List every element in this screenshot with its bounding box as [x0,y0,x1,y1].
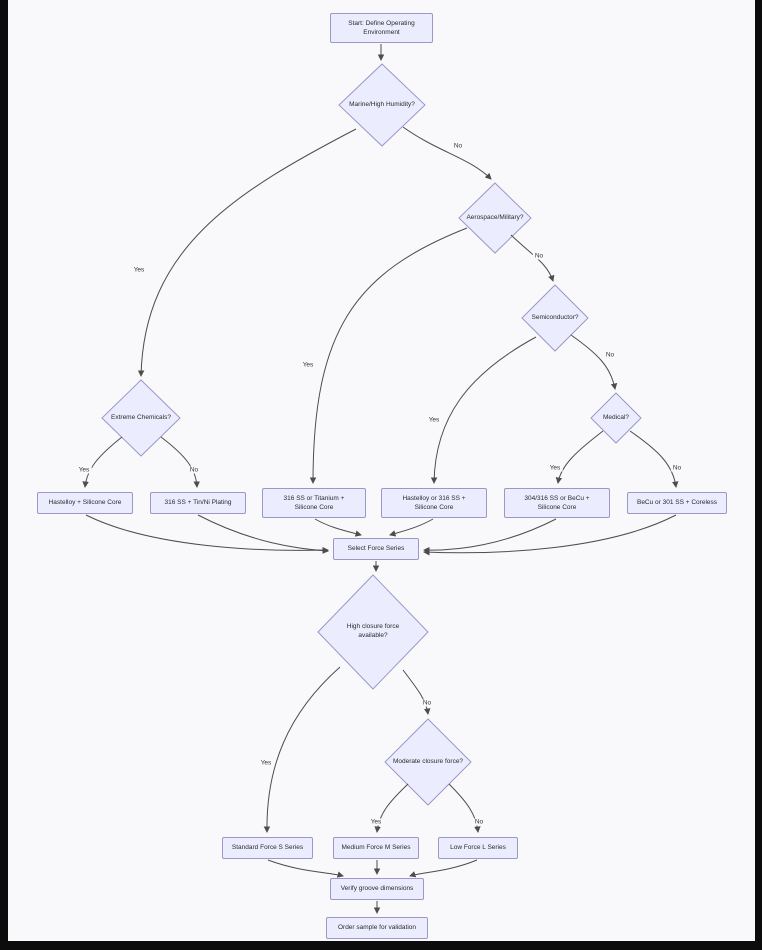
frame-left-bar [0,0,8,950]
edge-marine-no-aerospace [402,126,492,180]
edge-label-moderate-no: No [472,818,486,826]
edge-label-highforce-yes: Yes [258,759,274,767]
low-force-node: Low Force L Series [438,837,518,859]
edge-moderate-yes-medium [374,783,409,833]
edge-label-aerospace-yes: Yes [300,361,316,369]
aerospace-decision-shape [458,182,532,254]
edge-label-aerospace-no: No [532,252,546,260]
edge-label-highforce-no: No [420,699,434,707]
edge-tinplating-to-select [197,514,329,554]
edge-low-to-verify [409,859,478,878]
medical-decision-shape [590,392,642,444]
standard-force-node: Standard Force S Series [222,837,313,859]
chemicals-decision-label: Extreme Chemicals? [111,413,171,421]
frame-right-bar [755,0,762,950]
edge-aerospace-yes-titanium [309,227,468,484]
aerospace-decision-label: Aerospace/Military? [466,213,524,221]
verify-groove-node: Verify groove dimensions [330,878,424,900]
semiconductor-decision-shape [521,284,589,352]
high-force-decision-label: High closure force available? [346,623,400,639]
order-sample-node: Order sample for validation [326,917,428,939]
edge-label-marine-no: No [451,142,465,150]
edge-label-chemicals-no: No [187,466,201,474]
result-tin-plating-node: 316 SS + Tin/Ni Plating [150,492,246,514]
frame-bottom-bar [0,941,762,950]
edge-semiconductor-yes-hastelloy316 [430,336,537,484]
edge-marine-yes-chemicals [137,128,357,377]
result-304-becu-silicone-node: 304/316 SS or BeCu + Silicone Core [504,488,610,518]
high-force-decision-shape [317,574,429,690]
result-hastelloy316-silicone-node: Hastelloy or 316 SS + Silicone Core [381,488,487,518]
edge-semiconductor-no-medical [570,334,618,390]
moderate-force-decision-label: Moderate closure force? [392,757,464,765]
result-hastelloy-silicone-node: Hastelloy + Silicone Core [37,492,133,514]
edge-label-chemicals-yes: Yes [76,466,92,474]
edge-label-medical-yes: Yes [547,464,563,472]
edge-label-moderate-yes: Yes [368,818,384,826]
medium-force-node: Medium Force M Series [333,837,419,859]
marine-decision-label: Marine/High Humidity? [349,100,415,108]
edge-medical-no-becu301 [629,430,679,488]
edge-standard-to-verify [267,859,344,878]
select-force-series-node: Select Force Series [333,538,419,560]
medical-decision-label: Medical? [602,413,629,421]
moderate-force-decision-shape [384,718,472,806]
start-node: Start: Define Operating Environment [330,13,433,43]
edge-medical-yes-304becu [555,430,604,484]
edge-304becu-to-select [423,518,557,554]
marine-decision-shape [338,63,426,147]
edge-highforce-yes-standard [263,666,341,833]
edge-moderate-no-low [448,783,481,833]
result-titanium-silicone-node: 316 SS or Titanium + Silicone Core [262,488,366,518]
result-becu-301-node: BeCu or 301 SS + Coreless [627,492,727,514]
edge-hastelloy316-to-select [389,518,434,537]
edge-hastelloy-to-select [85,514,329,554]
edge-label-semiconductor-no: No [603,351,617,359]
edge-titanium-to-select [314,518,362,537]
edge-becu301-to-select [423,514,677,556]
semiconductor-decision-label: Semiconductor? [531,313,579,321]
edge-label-medical-no: No [670,464,684,472]
edge-chemicals-no-tinplating [160,436,200,488]
edge-label-semiconductor-yes: Yes [426,416,442,424]
edge-label-marine-yes: Yes [131,266,147,274]
edge-chemicals-yes-hastelloy [82,436,123,488]
edge-highforce-no-moderate [402,669,431,715]
